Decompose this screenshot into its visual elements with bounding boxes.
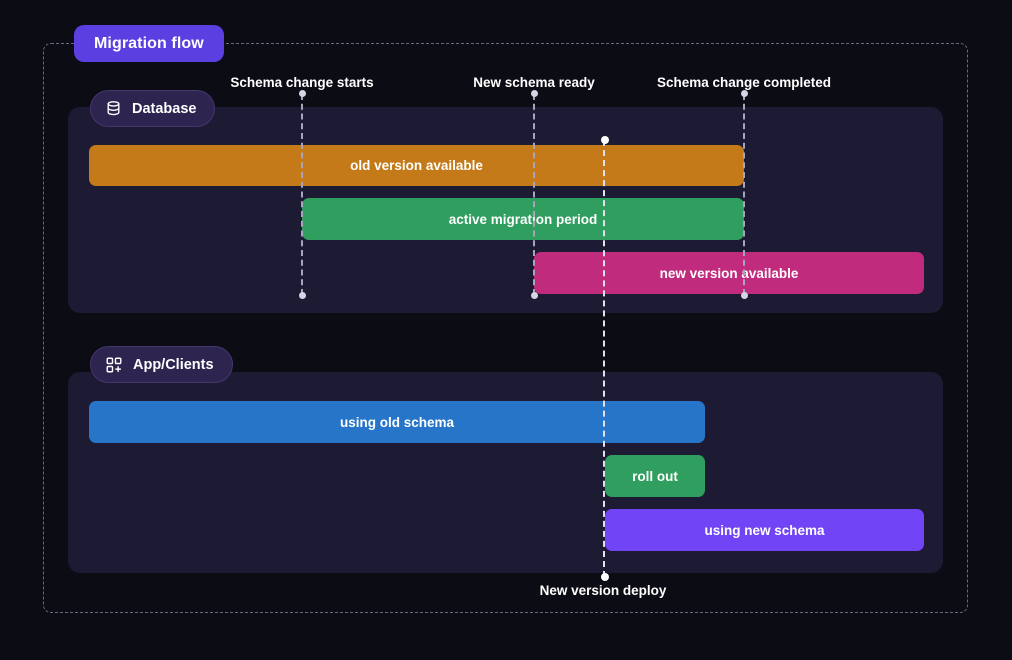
marker-label-schema-change-starts: Schema change starts [230, 75, 374, 90]
bar-old-version-available[interactable]: old version available [89, 145, 744, 186]
bar-label: active migration period [448, 211, 598, 227]
bar-active-migration-period[interactable]: active migration period [302, 198, 744, 240]
marker-line-new-schema-ready [531, 90, 538, 299]
lane-pill-app-clients[interactable]: App/Clients [90, 346, 233, 383]
apps-plus-icon [105, 356, 123, 374]
marker-dot-bottom [299, 292, 306, 299]
diagram-outer-frame [43, 43, 968, 613]
marker-dot-bottom [531, 292, 538, 299]
marker-dot-top [299, 90, 306, 97]
marker-dot-top [531, 90, 538, 97]
bar-label: roll out [632, 468, 678, 484]
deploy-dot-top [601, 136, 609, 144]
marker-dot-top [741, 90, 748, 97]
bar-roll-out[interactable]: roll out [605, 455, 705, 497]
database-icon [105, 100, 122, 117]
marker-dot-bottom [741, 292, 748, 299]
lane-pill-database-label: Database [132, 100, 197, 117]
bar-using-old-schema[interactable]: using old schema [89, 401, 705, 443]
marker-line-schema-change-completed [741, 90, 748, 299]
marker-line-schema-change-starts [299, 90, 306, 299]
deploy-dot-bottom [601, 573, 609, 581]
bar-new-version-available[interactable]: new version available [534, 252, 924, 294]
bar-using-new-schema[interactable]: using new schema [605, 509, 924, 551]
diagram-title-badge: Migration flow [74, 25, 224, 62]
marker-label-schema-change-completed: Schema change completed [656, 75, 832, 90]
lane-pill-app-clients-label: App/Clients [133, 356, 214, 373]
marker-label-new-schema-ready: New schema ready [473, 75, 595, 90]
bar-label: using new schema [704, 522, 825, 538]
lane-pill-database[interactable]: Database [90, 90, 216, 127]
bar-label: new version available [659, 265, 799, 281]
bar-label: using old schema [339, 414, 455, 430]
marker-line-new-version-deploy [601, 136, 609, 581]
marker-label-new-version-deploy: New version deploy [539, 583, 667, 598]
bar-label: old version available [350, 158, 483, 173]
